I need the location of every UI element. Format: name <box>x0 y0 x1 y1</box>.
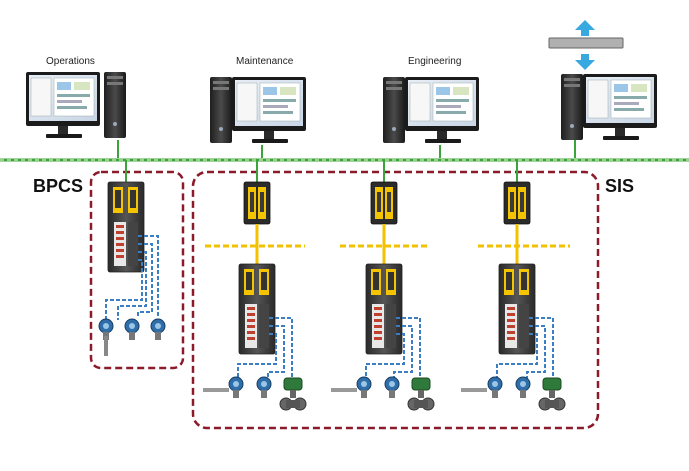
transmitter-icon <box>150 318 166 341</box>
bpcs-label: BPCS <box>33 176 84 196</box>
maintenance-label: Maintenance <box>236 56 294 67</box>
network-appliance <box>548 20 624 70</box>
workstation-operations <box>25 71 126 158</box>
bpcs-field-devices <box>98 318 166 356</box>
sis-unit-3 <box>461 160 570 411</box>
workstation-monitor-icon <box>404 76 480 144</box>
controller-icon <box>107 181 145 273</box>
transmitter-icon <box>124 318 140 341</box>
transmitter-icon <box>487 376 503 399</box>
workstation-maintenance <box>210 76 307 158</box>
transmitter-icon <box>228 376 244 399</box>
transmitter-icon <box>384 376 400 399</box>
sis-label: SIS <box>605 176 635 196</box>
workstation-monitor-icon <box>25 71 101 139</box>
pc-tower-icon <box>104 72 126 138</box>
valve-icon <box>279 377 307 411</box>
workstation-monitor-icon <box>582 73 658 141</box>
sis-zone <box>191 170 600 430</box>
pc-tower-icon <box>561 74 583 140</box>
workstation-monitor-icon <box>231 76 307 144</box>
controller-icon <box>238 263 276 355</box>
sis-unit-2 <box>331 160 435 411</box>
up-arrow-icon <box>575 20 595 36</box>
transmitter-icon <box>356 376 372 399</box>
valve-icon <box>407 377 435 411</box>
pc-tower-icon <box>383 77 405 143</box>
controller-icon <box>365 263 403 355</box>
sis-unit-1 <box>203 160 307 411</box>
network-appliance-icon <box>548 37 624 49</box>
workstation-engineering <box>383 76 480 158</box>
pc-tower-icon <box>210 77 232 143</box>
engineering-label: Engineering <box>408 56 462 67</box>
safety-module-icon <box>503 181 531 225</box>
valve-icon <box>538 377 566 411</box>
transmitter-icon <box>256 376 272 399</box>
bpcs-zone <box>89 170 185 370</box>
operations-label: Operations <box>46 56 95 67</box>
safety-module-icon <box>370 181 398 225</box>
down-arrow-icon <box>575 54 595 70</box>
transmitter-icon <box>515 376 531 399</box>
bpcs-wiring <box>105 235 159 320</box>
workstation-remote <box>561 73 658 158</box>
safety-module-icon <box>243 181 271 225</box>
controller-icon <box>498 263 536 355</box>
